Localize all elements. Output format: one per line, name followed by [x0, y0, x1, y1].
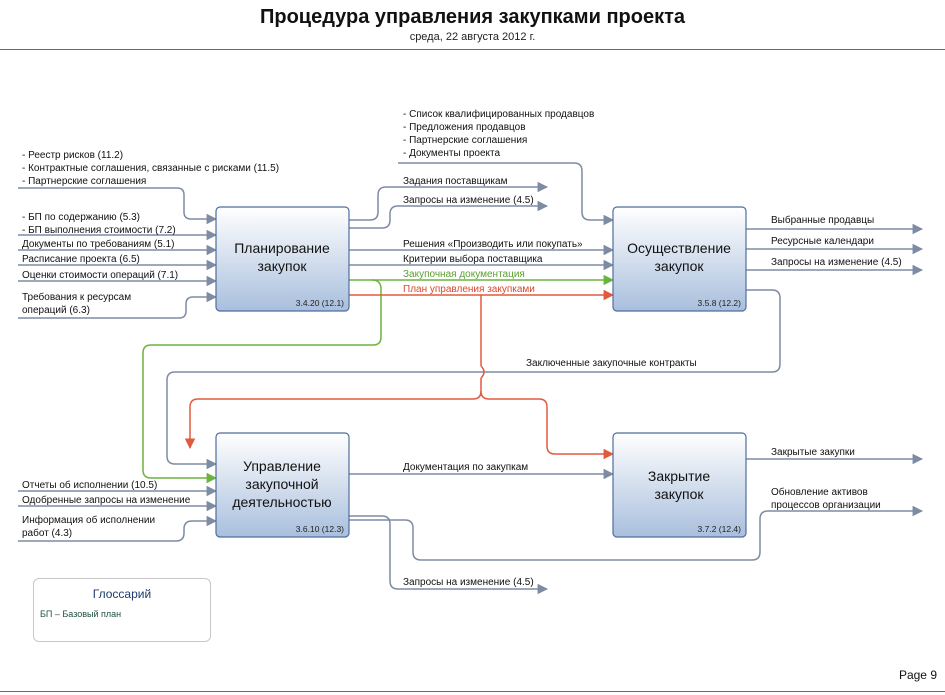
flow-label: Критерии выбора поставщика: [403, 253, 543, 265]
process-planning-name-l2: закупок: [258, 258, 308, 274]
input-label: Расписание проекта (6.5): [22, 254, 140, 265]
flow-label: Документация по закупкам: [403, 462, 528, 473]
connector-procurement-docs-to-control: [142, 279, 382, 484]
flow-label: Закупочная документация: [403, 269, 525, 280]
process-closing-name-l2: закупок: [655, 486, 705, 502]
flow-label: Запросы на изменение (4.5): [403, 577, 534, 588]
process-conducting-code: 3.5.8 (12.2): [698, 298, 742, 308]
page-title: Процедура управления закупками проекта: [259, 6, 686, 28]
flow-label: Решения «Производить или покупать»: [403, 239, 583, 250]
connector-planning-input-risks: [18, 187, 218, 225]
output-label: Выбранные продавцы: [771, 214, 874, 226]
output-label: процессов организации: [771, 500, 881, 511]
connector-tasks: [349, 181, 549, 221]
process-conducting[interactable]: Осуществление закупок 3.5.8 (12.2): [612, 206, 747, 312]
input-label: - Партнерские соглашения: [22, 176, 146, 187]
input-label: - БП выполнения стоимости (7.2): [22, 225, 176, 236]
output-label: Запросы на изменение (4.5): [771, 257, 902, 268]
header-divider: [0, 49, 945, 50]
process-closing-code: 3.7.2 (12.4): [698, 524, 742, 534]
input-label: работ (4.3): [22, 527, 72, 539]
connector-control-input-work: [18, 515, 218, 542]
process-planning-code: 3.4.20 (12.1): [296, 298, 344, 308]
input-label: - Реестр рисков (11.2): [22, 150, 123, 161]
flow-label: План управления закупками: [403, 284, 535, 295]
process-closing[interactable]: Закрытие закупок 3.7.2 (12.4): [612, 432, 747, 538]
page-number: Page 9: [898, 668, 937, 682]
page-date: среда, 22 августа 2012 г.: [409, 31, 536, 43]
input-label: Отчеты об исполнении (10.5): [22, 479, 157, 491]
glossary-item: БП – Базовый план: [40, 609, 122, 619]
process-closing-name-l1: Закрытие: [648, 468, 710, 484]
process-conducting-name-l1: Осуществление: [627, 240, 731, 256]
process-control-code: 3.6.10 (12.3): [296, 524, 344, 534]
input-label: Требования к ресурсам: [22, 291, 131, 303]
process-control-name-l3: деятельностью: [232, 494, 331, 510]
input-label: - Предложения продавцов: [403, 122, 526, 133]
process-control-name-l2: закупочной: [245, 476, 318, 492]
input-label: Информация об исполнении: [22, 514, 155, 526]
connector-plan-to-control: [184, 390, 482, 450]
process-conducting-name-l2: закупок: [655, 258, 705, 274]
output-label: Обновление активов: [771, 486, 868, 498]
input-label: - Список квалифицированных продавцов: [403, 108, 594, 120]
process-control[interactable]: Управление закупочной деятельностью 3.6.…: [215, 432, 350, 538]
process-planning[interactable]: Планирование закупок 3.4.20 (12.1): [215, 206, 350, 312]
output-label: Ресурсные календари: [771, 236, 874, 247]
input-label: - БП по содержанию (5.3): [22, 212, 140, 223]
glossary-title: Глоссарий: [92, 587, 152, 601]
flow-label: Заключенные закупочные контракты: [526, 358, 697, 369]
flow-label: Задания поставщикам: [403, 176, 508, 187]
connector-control-to-closing: [349, 505, 924, 561]
input-label: - Партнерские соглашения: [403, 135, 527, 146]
glossary-box: Глоссарий БП – Базовый план: [33, 578, 211, 642]
connector-contracts: [166, 289, 781, 470]
input-label: Документы по требованиям (5.1): [22, 238, 174, 250]
connector-planning-input-resources: [18, 291, 218, 319]
connector-plan-to-closing: [480, 390, 615, 460]
footer-divider: [0, 691, 945, 692]
input-label: - Контрактные соглашения, связанные с ри…: [22, 163, 279, 174]
connector-conducting-input: [398, 162, 615, 226]
process-control-name-l1: Управление: [243, 458, 321, 474]
input-label: операций (6.3): [22, 305, 90, 316]
input-label: - Документы проекта: [403, 148, 500, 159]
flow-label: Запросы на изменение (4.5): [403, 195, 534, 206]
input-label: Одобренные запросы на изменение: [22, 494, 191, 506]
input-label: Оценки стоимости операций (7.1): [22, 270, 178, 281]
connector-planning-change: [349, 200, 549, 229]
output-label: Закрытые закупки: [771, 447, 855, 458]
process-planning-name-l1: Планирование: [234, 240, 330, 256]
connector-control-change: [349, 515, 549, 595]
